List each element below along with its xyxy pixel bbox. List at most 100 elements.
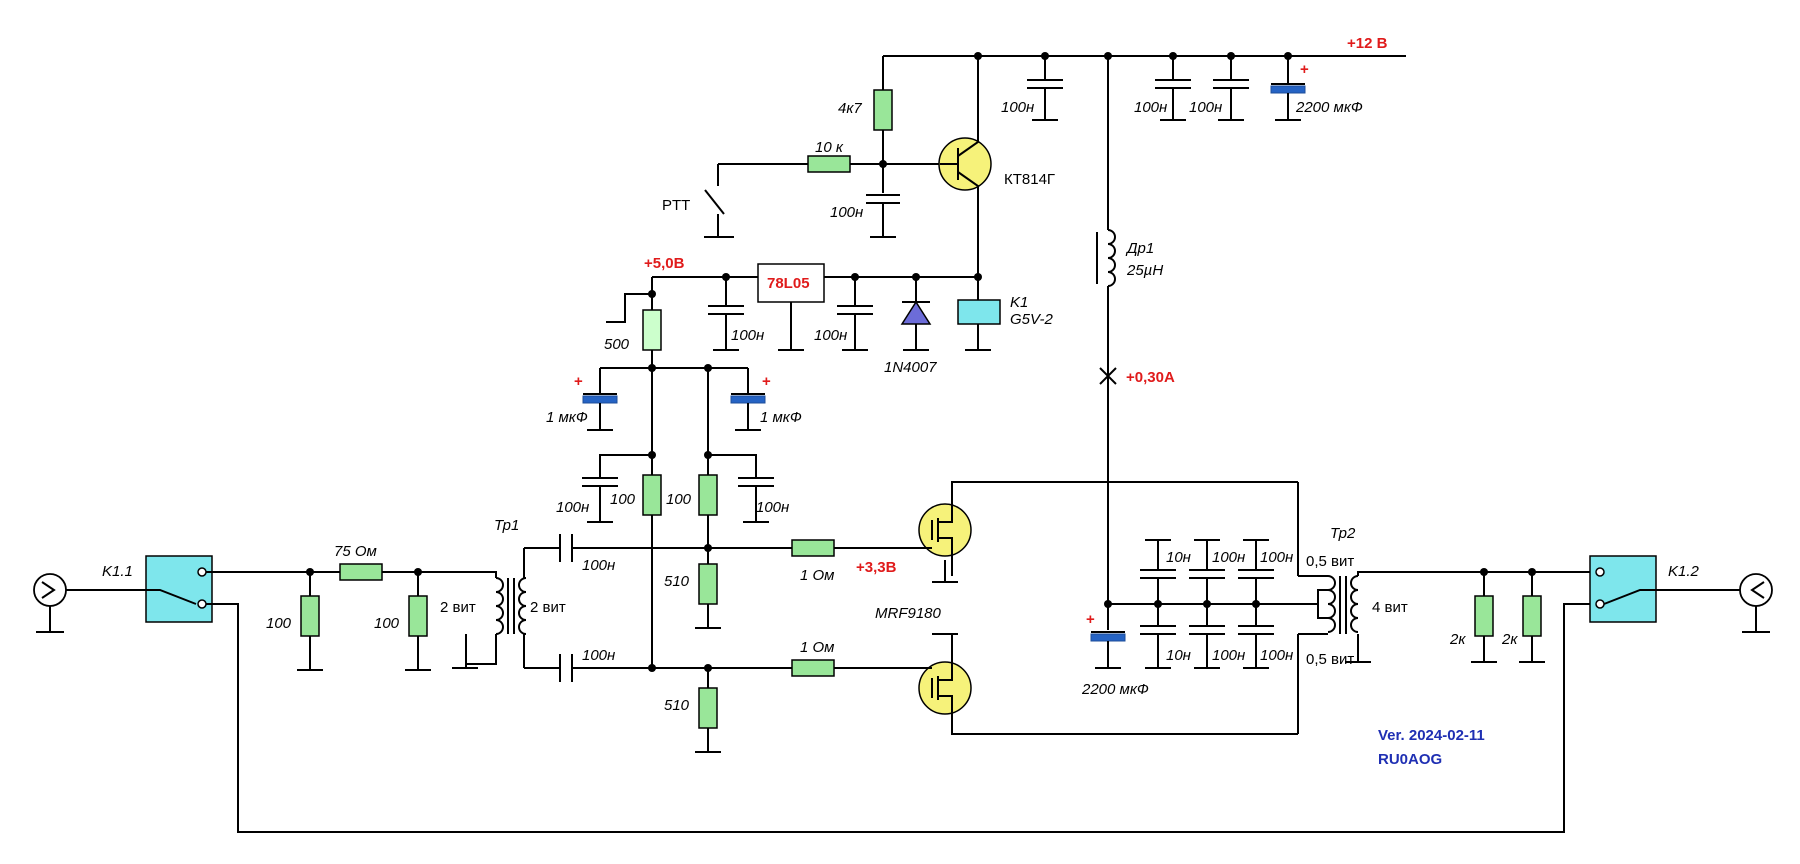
label-100n-bank-2-top: 100н	[1260, 549, 1293, 566]
label-510-upper: 510	[664, 573, 690, 590]
output-connector	[1739, 573, 1773, 607]
label-tp2-secondary: 4 вит	[1372, 599, 1408, 616]
polarity-plus-right: +	[762, 373, 771, 390]
label-1u-left: 1 мкФ	[546, 409, 588, 426]
polarity-plus: +	[1300, 61, 1309, 78]
resistor-100-input-2	[408, 595, 428, 637]
label-100n-bank-1-top: 100н	[1212, 549, 1245, 566]
output-cap-bank: + 2200 мкФ 10н 10н 100н 100н 100н 100н	[1081, 480, 1318, 698]
label-100-input-2: 100	[374, 615, 400, 632]
transformer-tp1: Тр1 2 вит 2 вит	[418, 517, 566, 669]
label-2k-right: 2к	[1501, 631, 1518, 648]
choke-dr1: Др1 25µH +0,30А	[1096, 56, 1175, 480]
transistor-kt814: КТ814Г	[938, 56, 1055, 277]
bias-network: 4к7 10 к 100н PTT	[662, 56, 940, 238]
mosfet-upper	[918, 503, 972, 557]
rail-label-12v: +12 В	[1347, 35, 1388, 52]
label-tp1-secondary: 2 вит	[530, 599, 566, 616]
label-2200-bottom: 2200 мкФ	[1081, 681, 1149, 698]
label-tp2-half-top: 0,5 вит	[1306, 553, 1354, 570]
label-tp1-primary: 2 вит	[440, 599, 476, 616]
label-choke: Др1	[1125, 240, 1154, 257]
label-current: +0,30А	[1126, 369, 1175, 386]
label-ptt: PTT	[662, 197, 690, 214]
regulator-78l05	[757, 263, 825, 303]
label-2200-top: 2200 мкФ	[1295, 99, 1363, 116]
electrolytic-2200-top	[1270, 85, 1306, 94]
label-100n-gate-right: 100н	[756, 499, 789, 516]
resistor-2k-right	[1522, 595, 1542, 637]
rail-label-3v3: +3,3В	[856, 559, 897, 576]
label-100n-bank-2-bottom: 100н	[1260, 647, 1293, 664]
label-10n-top: 10н	[1166, 549, 1191, 566]
resistor-75ohm	[339, 563, 383, 581]
polarity-plus-left: +	[574, 373, 583, 390]
label-100n-bank-1-bottom: 100н	[1212, 647, 1245, 664]
label-100-input: 100	[266, 615, 292, 632]
label-100n-a: 100н	[1001, 99, 1034, 116]
transformer-tp2: Тр2 0,5 вит 0,5 вит 4 вит	[1297, 482, 1590, 734]
trimmer-500	[642, 309, 662, 351]
resistor-10k	[807, 155, 851, 173]
label-100n-coupling-lower: 100н	[582, 647, 615, 664]
label-tp2-half-bottom: 0,5 вит	[1306, 651, 1354, 668]
label-100n-reg-in: 100н	[731, 327, 764, 344]
resistor-1ohm-upper	[791, 539, 835, 557]
resistor-510-lower	[698, 687, 718, 729]
resistor-1ohm-lower	[791, 659, 835, 677]
label-regulator: 78L05	[767, 275, 810, 292]
author-label: RU0AOG	[1378, 751, 1442, 768]
electrolytic-1u-left	[582, 395, 618, 404]
label-1ohm-lower: 1 Ом	[800, 639, 834, 656]
electrolytic-2200-bottom	[1090, 633, 1126, 642]
label-mosfet: MRF9180	[875, 605, 942, 622]
resistor-2k-left	[1474, 595, 1494, 637]
label-relay-k1: K1	[1010, 294, 1028, 311]
electrolytic-1u-right	[730, 395, 766, 404]
decoupling-caps-12v: 100н 100н 100н + 2200 мкФ	[1001, 56, 1363, 121]
label-10n-bottom: 10н	[1166, 647, 1191, 664]
label-100n-reg-out: 100н	[814, 327, 847, 344]
resistor-100-right	[698, 474, 718, 516]
resistor-100-left	[642, 474, 662, 516]
resistor-100-input	[300, 595, 320, 637]
label-tp1: Тр1	[494, 517, 519, 534]
label-1u-right: 1 мкФ	[760, 409, 802, 426]
input-connector	[33, 573, 67, 607]
label-diode: 1N4007	[884, 359, 937, 376]
label-100n-b: 100н	[1134, 99, 1167, 116]
resistor-510-upper	[698, 563, 718, 605]
label-choke-value: 25µH	[1126, 262, 1163, 279]
supply-rail-12v: +12 В	[883, 35, 1406, 60]
label-tp2: Тр2	[1330, 525, 1356, 542]
bias-pot-section: 500 + 1 мкФ + 1 мкФ	[546, 293, 802, 431]
mosfet-lower	[918, 661, 972, 715]
rail-label-5v: +5,0В	[644, 255, 685, 272]
resistor-4k7	[873, 89, 893, 131]
label-100n-coupling-upper: 100н	[582, 557, 615, 574]
label-10k: 10 к	[815, 139, 844, 156]
version-label: Ver. 2024-02-11	[1378, 727, 1485, 744]
diode-1n4007	[900, 300, 932, 325]
label-2k-left: 2к	[1449, 631, 1466, 648]
output-network: 2к 2к K1.2	[1449, 555, 1773, 663]
polarity-plus-out: +	[1086, 611, 1095, 628]
label-1ohm-upper: 1 Ом	[800, 567, 834, 584]
gate-bias-dividers: 100н 100н 100 100 510 510	[556, 368, 789, 753]
regulator-5v: 78L05 +5,0В 100н 100н 1N4007 K1 G5V-2	[644, 255, 1053, 376]
label-k12: K1.2	[1668, 563, 1700, 580]
label-510-lower: 510	[664, 697, 690, 714]
label-100n-c: 100н	[1189, 99, 1222, 116]
label-4k7: 4к7	[838, 100, 862, 117]
label-100n-bias: 100н	[830, 204, 863, 221]
label-100n-gate-left: 100н	[556, 499, 589, 516]
relay-coil-k1	[957, 299, 1001, 325]
label-75ohm: 75 Ом	[334, 543, 377, 560]
label-relay-model: G5V-2	[1010, 311, 1053, 328]
label-100-right: 100	[666, 491, 692, 508]
label-100-left: 100	[610, 491, 636, 508]
label-k11: K1.1	[102, 563, 133, 580]
version-block: Ver. 2024-02-11 RU0AOG	[1378, 727, 1485, 768]
label-transistor: КТ814Г	[1004, 171, 1055, 188]
